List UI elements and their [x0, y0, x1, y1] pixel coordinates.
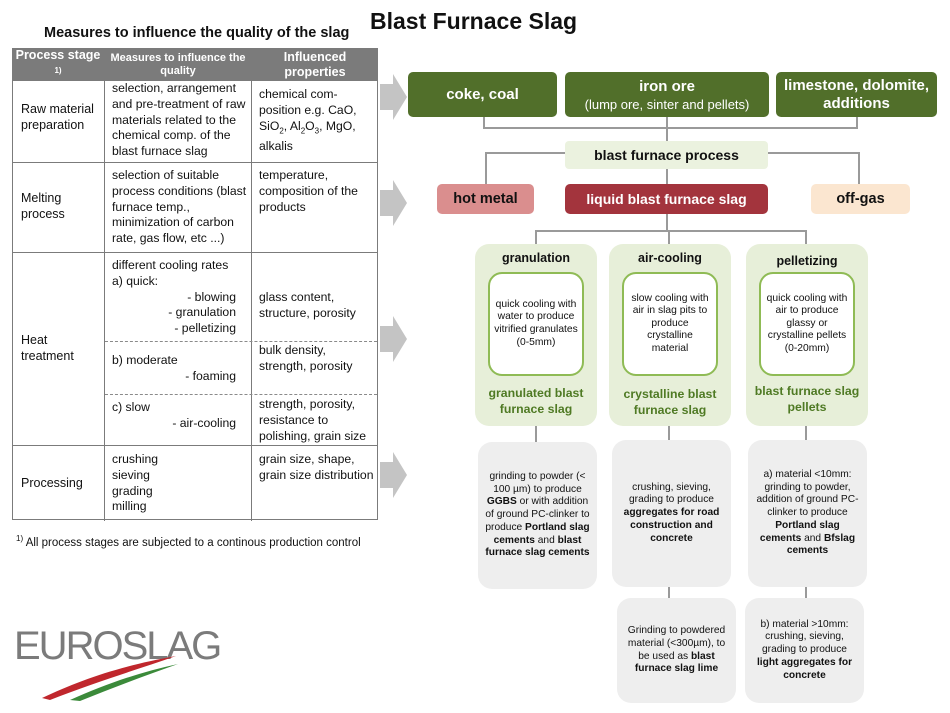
arrow-right-icon [380, 452, 407, 498]
input-iron-ore: iron ore (lump ore, sinter and pellets) [565, 72, 769, 117]
properties-processing: grain size, shape, grain size distributi… [259, 452, 374, 482]
arrow-right-icon [380, 180, 407, 226]
air-cooling-description: slow cooling with air in slag pits to pr… [622, 272, 718, 376]
measures-heat-quick: different cooling rates a) quick: - blow… [112, 258, 236, 336]
stage-heat-treatment: Heat treatment [21, 333, 74, 363]
arrow-right-icon [380, 316, 407, 362]
pelletizing-description: quick cooling with air to produce glassy… [759, 272, 855, 376]
lane-air-cooling: air-cooling slow cooling with air in sla… [609, 244, 731, 426]
header-measures: Measures to influence the quality [110, 52, 246, 77]
stage-raw-material: Raw material preparation [21, 102, 94, 132]
arrow-right-icon [380, 74, 407, 120]
euroslag-logo: EUROSLAG [14, 624, 222, 668]
properties-raw-material: chemical com-position e.g. CaO, SiO2, Al… [259, 87, 357, 153]
properties-heat-quick: glass content, structure, porosity [259, 290, 356, 320]
properties-heat-moderate: bulk density, strength, porosity [259, 343, 353, 373]
blast-furnace-process: blast furnace process [565, 141, 768, 169]
measures-melting: selection of suitable process conditions… [112, 168, 247, 246]
output-hot-metal: hot metal [437, 184, 534, 214]
header-properties: Influenced properties [283, 50, 347, 79]
air-cooling-product: crystalline blast furnace slag [623, 387, 717, 417]
measures-heat-moderate: b) moderate - foaming [112, 353, 236, 383]
product-pellets-small: a) material <10mm: grinding to powder, a… [748, 440, 867, 587]
table-title: Measures to influence the quality of the… [44, 25, 350, 41]
lane-granulation: granulation quick cooling with water to … [475, 244, 597, 426]
header-process-stage: Process stage 1) [15, 47, 101, 75]
stage-processing: Processing [21, 476, 83, 490]
product-ggbs: grinding to powder (< 100 µm) to produce… [478, 442, 597, 589]
input-coke-coal: coke, coal [408, 72, 557, 117]
measures-raw-material: selection, arrangement and pre-treatment… [112, 81, 246, 159]
lane-pelletizing: pelletizing quick cooling with air to pr… [746, 244, 868, 426]
product-aggregates: crushing, sieving, grading to produce ag… [612, 440, 731, 587]
measures-heat-slow: c) slow - air-cooling [112, 400, 236, 430]
stage-melting: Melting process [21, 191, 65, 221]
output-off-gas: off-gas [811, 184, 910, 214]
measures-processing: crushing sieving grading milling [112, 452, 159, 514]
page-title: Blast Furnace Slag [370, 8, 578, 34]
product-slag-lime: Grinding to powdered material (<300µm), … [617, 598, 736, 703]
output-liquid-slag: liquid blast furnace slag [565, 184, 768, 214]
granulation-description: quick cooling with water to produce vitr… [488, 272, 584, 376]
input-limestone: limestone, dolomite, additions [776, 72, 937, 117]
pelletizing-product: blast furnace slag pellets [754, 384, 860, 414]
properties-melting: temperature, composition of the products [259, 168, 358, 214]
granulation-product: granulated blast furnace slag [488, 386, 584, 416]
logo-swoosh-icon [42, 656, 178, 701]
table-header: Process stage 1) Measures to influence t… [13, 47, 377, 81]
product-pellets-large: b) material >10mm: crushing, sieving, gr… [745, 598, 864, 703]
footnote: 1) All process stages are subjected to a… [16, 534, 361, 549]
properties-heat-slow: strength, porosity, resistance to polish… [259, 397, 367, 443]
quality-measures-table: Process stage 1) Measures to influence t… [12, 47, 378, 521]
